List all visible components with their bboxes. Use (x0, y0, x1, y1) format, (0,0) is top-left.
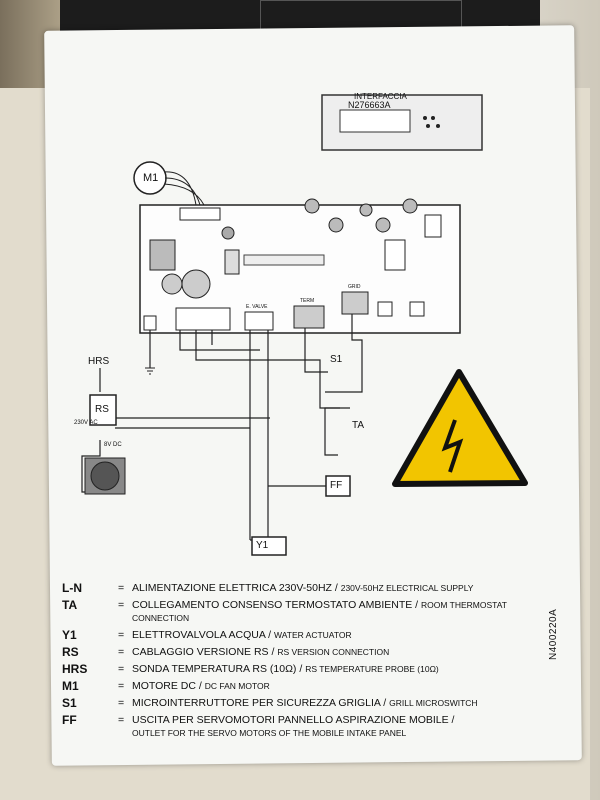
grid-label: GRID (348, 284, 361, 290)
m1-label: M1 (143, 172, 159, 184)
ff-label: FF (330, 480, 343, 491)
legend: L-N=Alimentazione elettrica 230V-50Hz / … (62, 582, 542, 744)
legend-row: TA=Collegamento consenso termostato ambi… (62, 598, 507, 624)
legend-row: HRS=Sonda temperatura RS (10Ω) / RS temp… (62, 662, 439, 676)
interface-code: N276663A (348, 100, 391, 110)
term-connector (293, 305, 325, 329)
interface-title: INTERFACCIA (354, 92, 407, 101)
legend-row: RS=Cablaggio versione RS / RS version co… (62, 645, 390, 659)
grid-connector (341, 291, 369, 315)
term-label: TERM (300, 298, 315, 304)
v230-label: 230V AC (74, 420, 98, 426)
interface-display (339, 109, 411, 133)
document-code: N400220A (548, 608, 559, 660)
ta-label: TA (352, 420, 365, 431)
legend-row: M1=Motore DC / DC fan motor (62, 679, 270, 693)
legend-row: L-N=Alimentazione elettrica 230V-50Hz / … (62, 581, 474, 595)
y1-box (251, 536, 287, 556)
rs-label: RS (95, 404, 109, 415)
y1-label: Y1 (256, 540, 269, 551)
legend-row: S1=Microinterruttore per sicurezza grigl… (62, 696, 478, 710)
warning-triangle (392, 369, 528, 487)
s1-label: S1 (330, 354, 343, 365)
hrs-label: HRS (88, 356, 110, 367)
ff-box (325, 475, 351, 497)
lightning-icon (441, 419, 464, 473)
legend-row: Y1=Elettrovalvola acqua / Water actuator (62, 628, 352, 642)
rs-box (89, 394, 117, 426)
evalve-label: E. VALVE (246, 304, 268, 310)
v8dc-label: 8V DC (104, 442, 122, 448)
legend-row: FF=Uscita per servomotori pannello aspir… (62, 713, 455, 739)
